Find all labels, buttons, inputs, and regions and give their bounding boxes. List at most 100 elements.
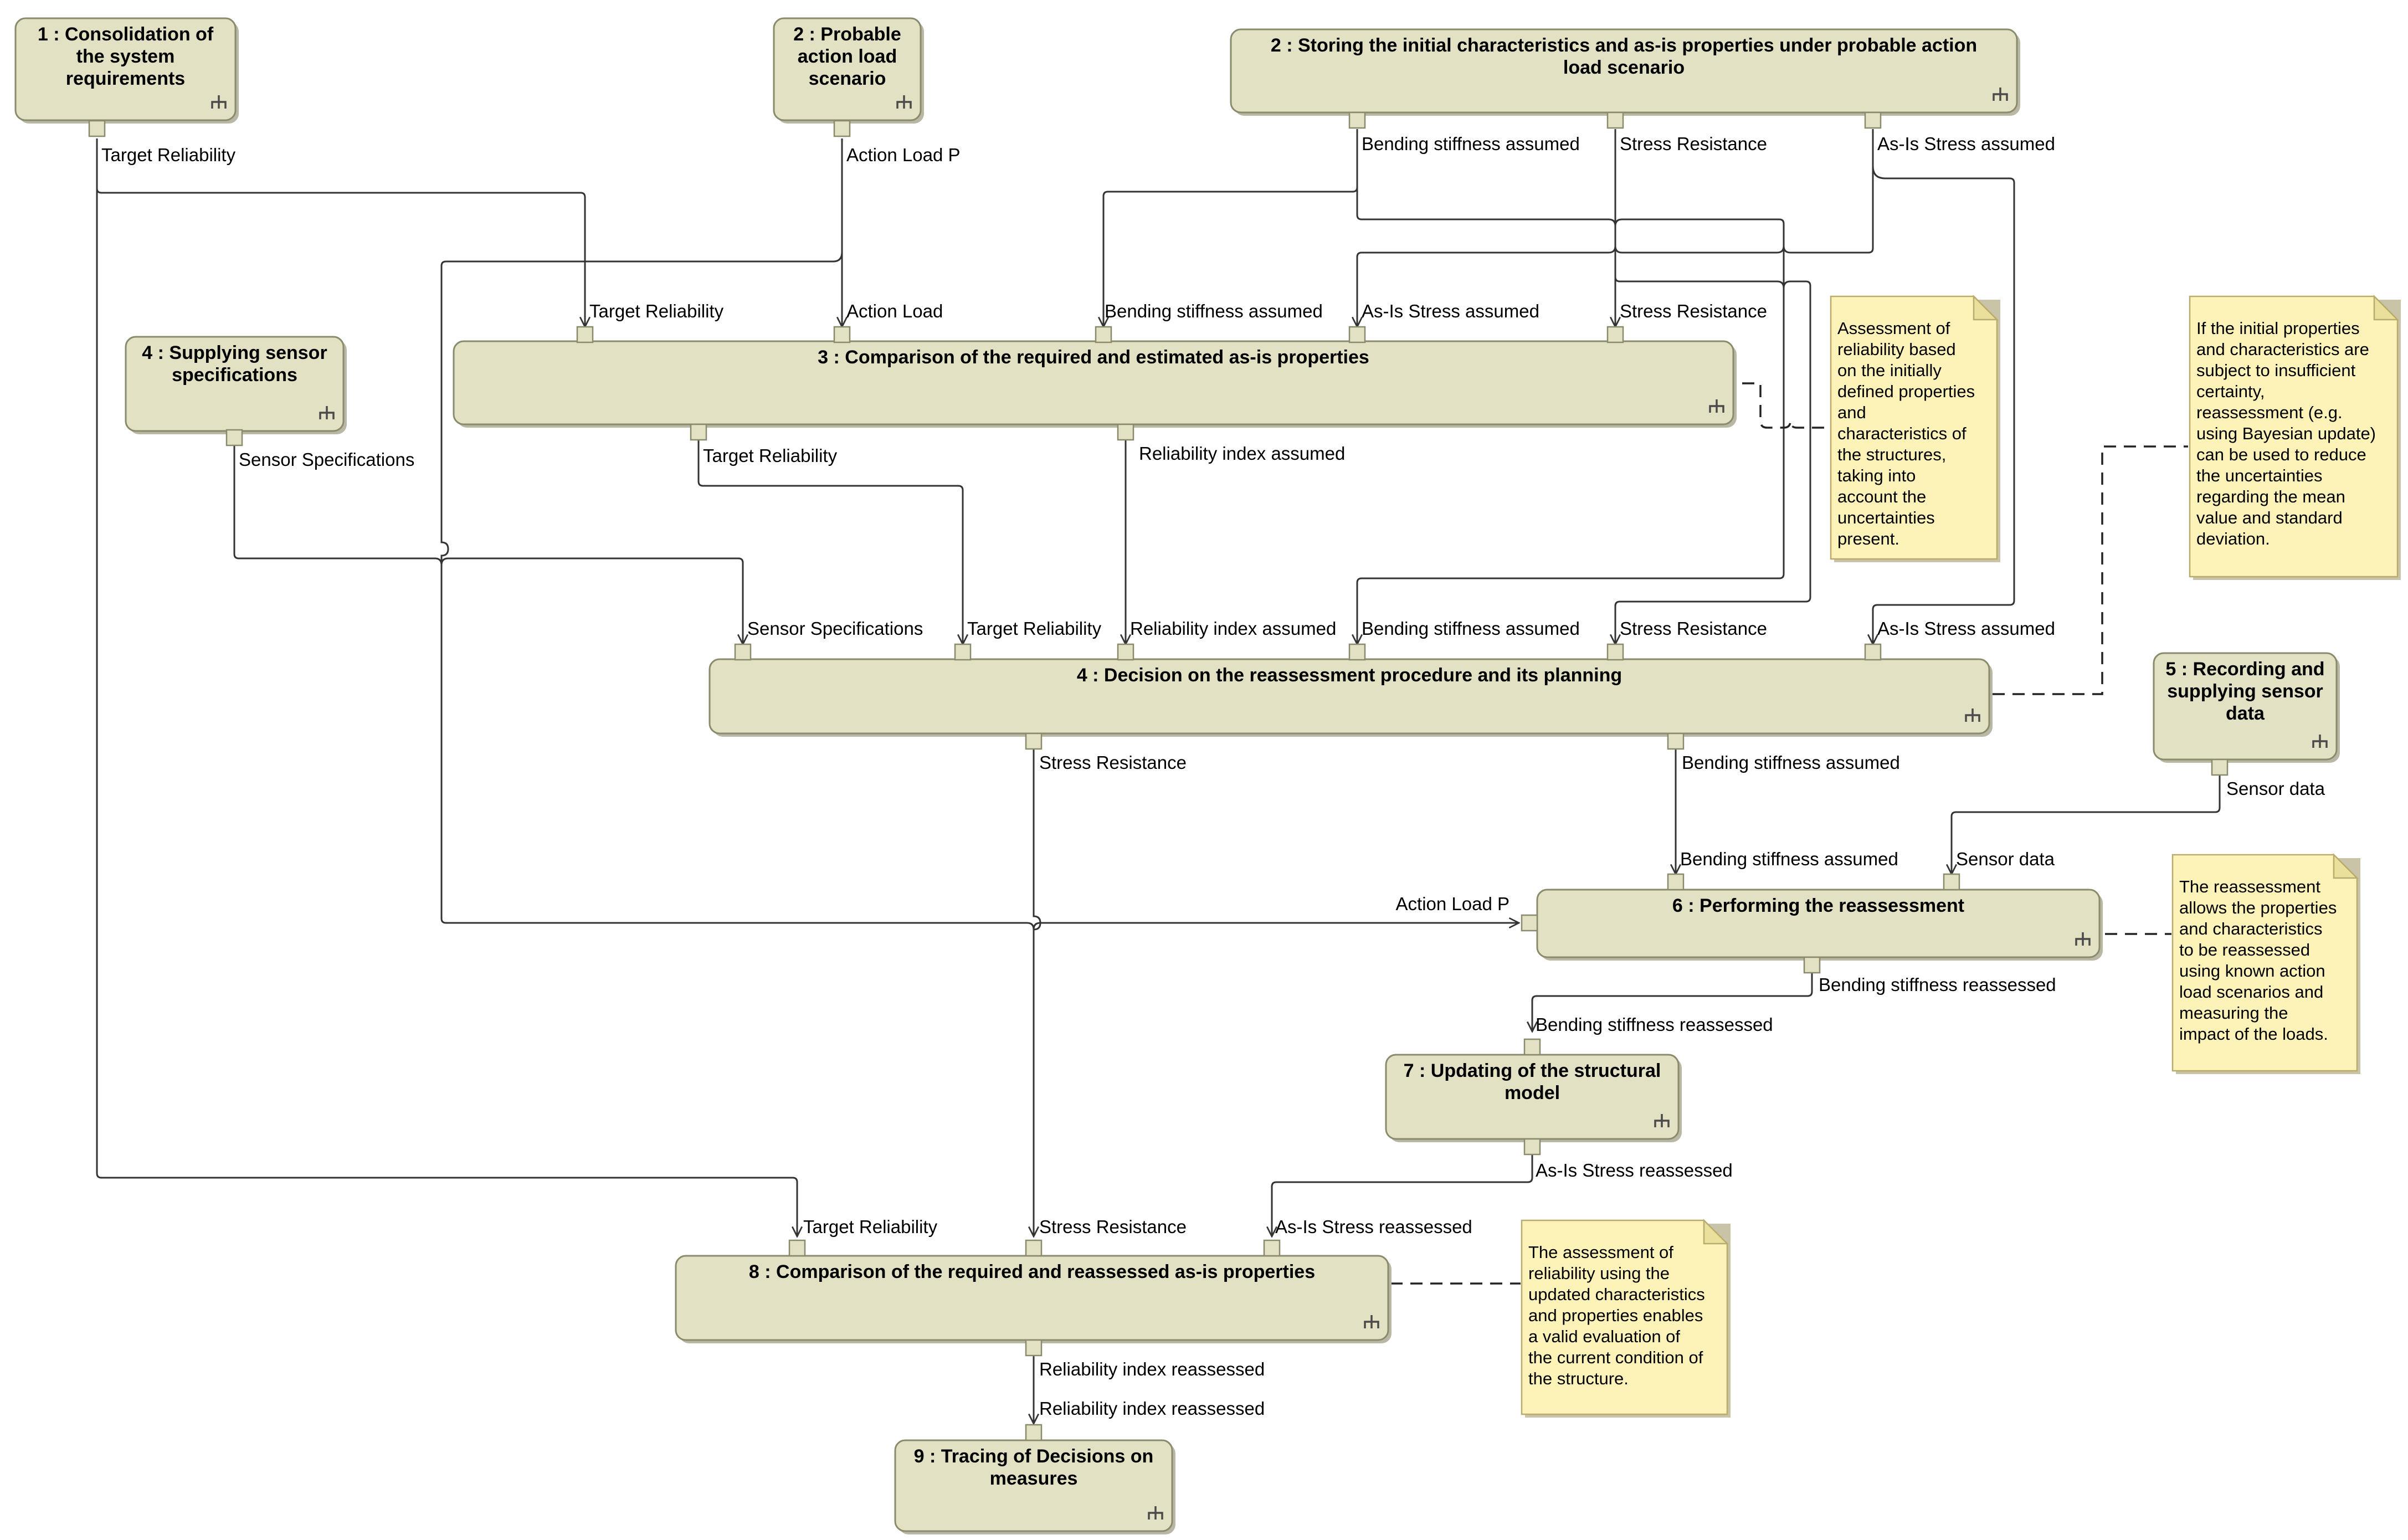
note-text-line: using Bayesian update) <box>2196 424 2376 443</box>
object-flows <box>96 129 2221 1424</box>
pin-label: Bending stiffness reassessed <box>1819 974 2056 995</box>
pin-a6-out-bending[interactable] <box>1803 956 1821 974</box>
flow-stress-resistance-a2s-a4d[interactable] <box>1615 276 1811 644</box>
note-text-line: The assessment of <box>1528 1243 1673 1262</box>
action-title: measures <box>990 1468 1078 1489</box>
pin-label: Bending stiffness assumed <box>1105 301 1323 321</box>
pin-a8-in-stress[interactable] <box>1025 1239 1043 1257</box>
pin-a8-out-reliability[interactable] <box>1025 1339 1043 1357</box>
pin-a2p-out[interactable] <box>833 120 851 137</box>
call-behavior-rake-icon <box>1364 1315 1379 1328</box>
note-text-line: subject to insufficient <box>2196 361 2356 380</box>
flow-target-reliability-a1-a8[interactable] <box>96 188 797 1236</box>
pin-label: Sensor Specifications <box>239 449 414 470</box>
pin-a4d-out-stress[interactable] <box>1025 732 1043 750</box>
pin-a7-in-bending[interactable] <box>1523 1038 1541 1056</box>
pin-a3-in-bending[interactable] <box>1095 326 1112 343</box>
flow-stress-resistance-a4d-a8[interactable] <box>1034 746 1041 1236</box>
pin-a6-in-bending[interactable] <box>1667 873 1685 891</box>
pin-a4d-in-target[interactable] <box>954 643 972 661</box>
flow-bending-stiffness-a2s-a4d[interactable] <box>1357 187 1785 644</box>
pin-a4d-in-sensor[interactable] <box>734 643 752 661</box>
pin-a3-out-target[interactable] <box>690 423 707 441</box>
pin-a2s-out-stress[interactable] <box>1606 111 1624 129</box>
pin-a4s-out[interactable] <box>225 429 243 446</box>
action-title: 6 : Performing the reassessment <box>1672 895 1964 916</box>
flow-target-reliability-a3-a4d[interactable] <box>697 438 963 644</box>
note-text-line: regarding the mean <box>2196 487 2345 506</box>
note-text-line: certainty, <box>2196 382 2265 401</box>
action-title: load scenario <box>1563 57 1685 78</box>
pin-label: Sensor Specifications <box>747 618 923 639</box>
pin-label: As-Is Stress assumed <box>1877 618 2055 639</box>
pin-a5-out[interactable] <box>2211 758 2229 776</box>
pin-label: Target Reliability <box>589 301 724 321</box>
pin-label: Stress Resistance <box>1620 618 1767 639</box>
pin-a6-in-sensor[interactable] <box>1943 873 1960 891</box>
pin-a2s-out-asis[interactable] <box>1864 111 1882 129</box>
flow-asis-stress-reassessed-a7-a8[interactable] <box>1272 1153 1533 1236</box>
pin-a1-out[interactable] <box>88 120 106 137</box>
action-title: 2 : Probable <box>793 24 901 45</box>
pin-a7-out-asis[interactable] <box>1523 1138 1541 1156</box>
flow-target-reliability-a1-a3[interactable] <box>96 138 585 327</box>
pin-a6-in-action-load[interactable] <box>1521 914 1538 932</box>
pin-a4d-in-reliability[interactable] <box>1117 643 1134 661</box>
call-behavior-rake-icon <box>319 406 335 419</box>
call-behavior-rake-icon <box>2075 932 2091 946</box>
pin-a4d-in-stress[interactable] <box>1606 643 1624 661</box>
pin-a8-in-asis[interactable] <box>1263 1239 1281 1257</box>
flow-asis-stress-a2s-a4d[interactable] <box>1873 166 2015 644</box>
note-text-line: characteristics of <box>1837 424 1967 443</box>
action-decision-reassessment[interactable]: 4 : Decision on the reassessment procedu… <box>708 658 1993 737</box>
pin-a8-in-target[interactable] <box>788 1239 806 1257</box>
pin-a2s-out-bending[interactable] <box>1348 111 1366 129</box>
pin-label: Bending stiffness assumed <box>1362 618 1580 639</box>
pin-a4d-out-bending[interactable] <box>1667 732 1685 750</box>
flow-sensor-specifications-a4s-a4d[interactable] <box>233 443 743 644</box>
pin-a3-out-reliability[interactable] <box>1117 423 1134 441</box>
action-comparison-estimated[interactable]: 3 : Comparison of the required and estim… <box>453 340 1737 428</box>
pin-a3-in-target[interactable] <box>576 326 594 343</box>
action-title: data <box>2226 703 2265 724</box>
note-text-line: the current condition of <box>1528 1348 1703 1367</box>
pin-label: Target Reliability <box>803 1216 938 1237</box>
pin-label: Action Load P <box>846 145 960 165</box>
call-behavior-rake-icon <box>1709 399 1724 413</box>
flow-bending-stiffness-reassessed-a6-a7[interactable] <box>1532 971 1813 1031</box>
flow-asis-stress-a2s-a3[interactable] <box>1357 129 1874 327</box>
flow-sensor-data-a5-a6[interactable] <box>1952 773 2221 874</box>
pin-a9-in-reliability[interactable] <box>1025 1424 1043 1441</box>
pin-label: Reliability index reassessed <box>1039 1398 1265 1419</box>
pin-a3-in-stress[interactable] <box>1606 326 1624 343</box>
flow-bending-stiffness-a2s-a3[interactable] <box>1103 129 1358 327</box>
pin-a4d-in-bending[interactable] <box>1348 643 1366 661</box>
pin-label: As-Is Stress reassessed <box>1536 1160 1733 1180</box>
action-storing-initial-characteristics[interactable]: 2 : Storing the initial characteristics … <box>1230 28 2020 116</box>
note-text-line: updated characteristics <box>1528 1285 1705 1304</box>
note-anchors <box>1390 382 2188 1285</box>
pin-a3-in-action-load[interactable] <box>833 326 851 343</box>
pin-label: Reliability index assumed <box>1130 618 1336 639</box>
pin-label: Stress Resistance <box>1620 301 1767 321</box>
pin-a3-in-asis[interactable] <box>1348 326 1366 343</box>
pin-label: Sensor data <box>2226 778 2325 799</box>
pin-a4d-in-asis[interactable] <box>1864 643 1882 661</box>
action-performing-reassessment[interactable]: 6 : Performing the reassessment <box>1536 889 2103 961</box>
pin-label: As-Is Stress reassessed <box>1275 1216 1472 1237</box>
note-text-line: impact of the loads. <box>2179 1024 2328 1044</box>
call-behavior-rake-icon <box>211 95 227 109</box>
pins-layer <box>88 111 2229 1441</box>
anchor-note-a4d <box>1993 445 2188 695</box>
action-comparison-reassessed[interactable]: 8 : Comparison of the required and reass… <box>675 1255 1392 1343</box>
